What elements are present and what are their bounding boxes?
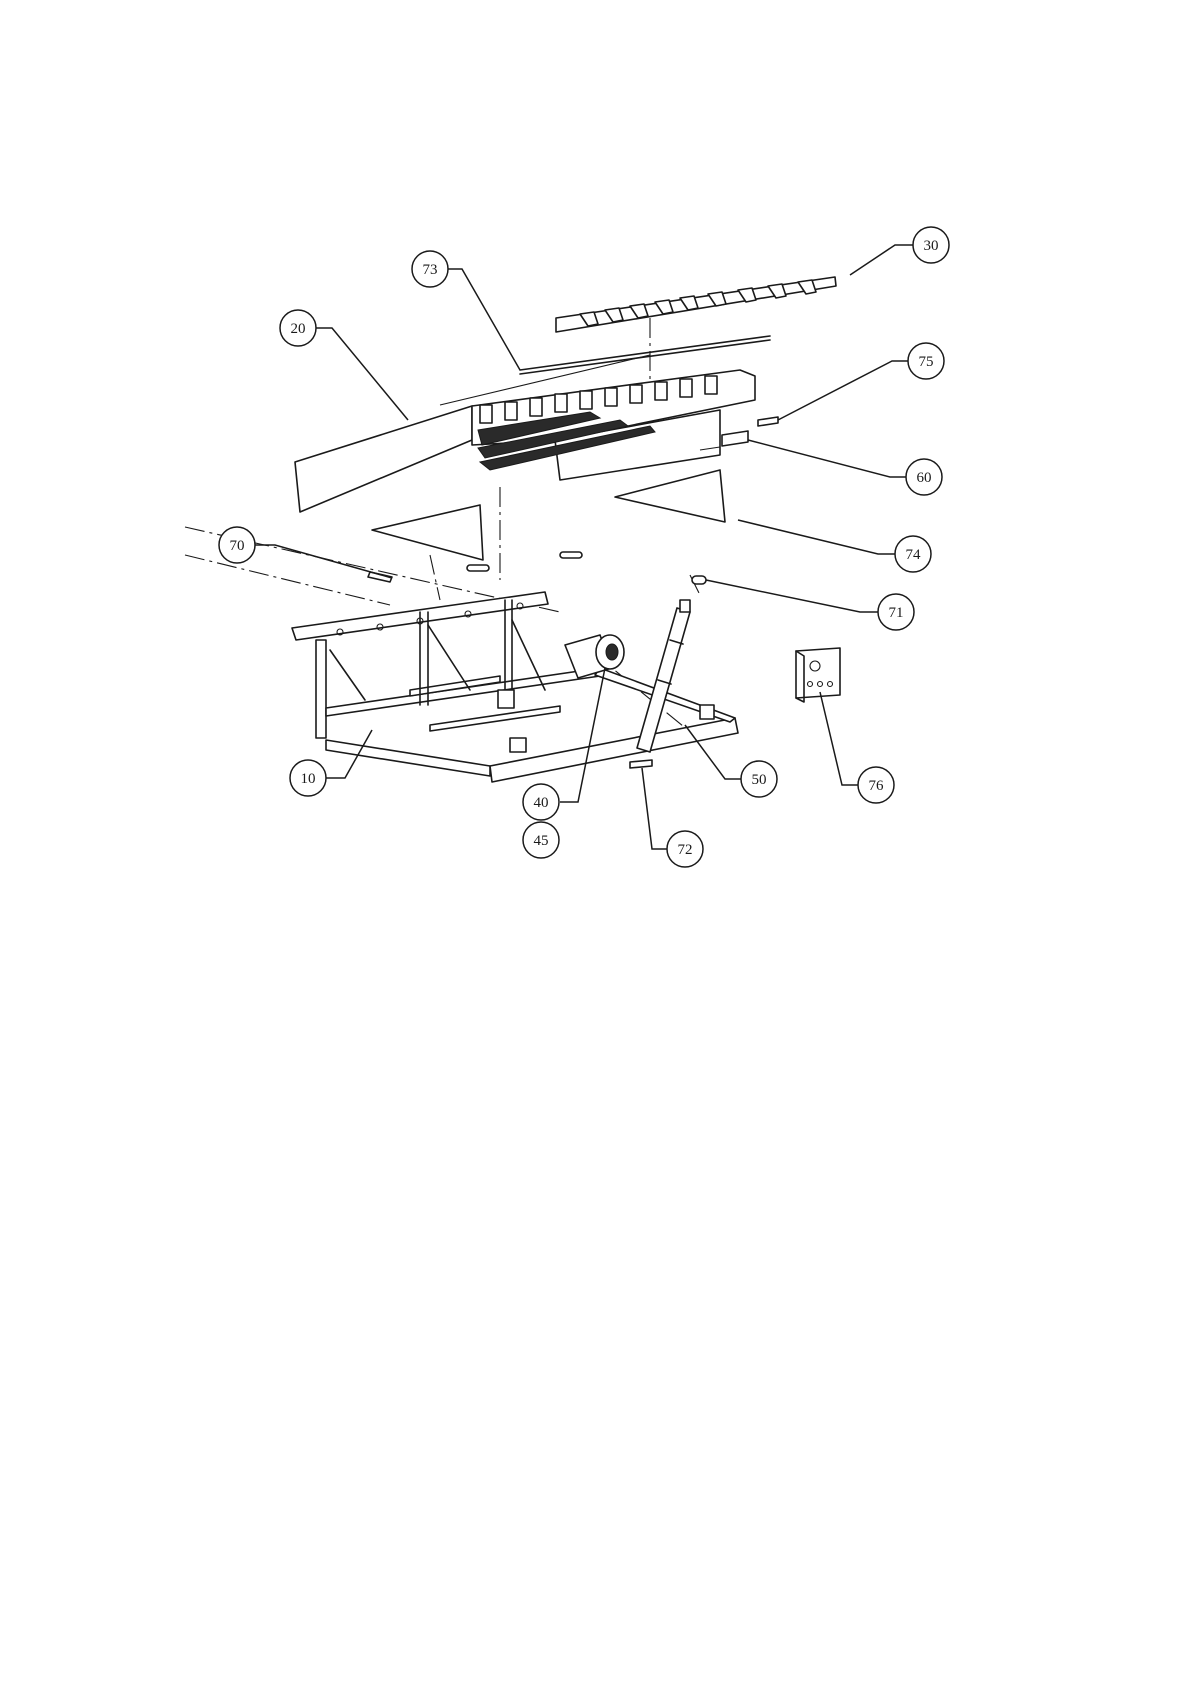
part-72-pin [630, 760, 652, 768]
callout-label: 10 [301, 771, 316, 787]
callout-label: 40 [534, 795, 549, 811]
callout-label: 71 [889, 605, 904, 621]
callout-balloon-50: 50 [741, 761, 777, 797]
part-76-control-box [796, 648, 840, 702]
callout-balloon-70: 70 [219, 527, 255, 563]
callout-label: 50 [752, 772, 767, 788]
callout-balloon-60: 60 [906, 459, 942, 495]
callout-label: 76 [869, 778, 885, 794]
callout-balloon-20: 20 [280, 310, 316, 346]
callout-label: 73 [423, 262, 438, 278]
callout-label: 70 [230, 538, 245, 554]
callout-label: 45 [534, 833, 549, 849]
callout-balloon-72: 72 [667, 831, 703, 867]
callout-label: 75 [919, 354, 934, 370]
callout-balloon-71: 71 [878, 594, 914, 630]
callout-label: 74 [906, 547, 922, 563]
callout-balloon-74: 74 [895, 536, 931, 572]
callout-balloon-30: 30 [913, 227, 949, 263]
part-30-hinge-bar [556, 277, 836, 332]
callout-label: 72 [678, 842, 693, 858]
part-71-pin [692, 576, 706, 584]
callout-balloon-73: 73 [412, 251, 448, 287]
part-75-pin [758, 417, 778, 426]
part-74-gusset [615, 470, 725, 522]
callout-balloon-75: 75 [908, 343, 944, 379]
callout-label: 30 [924, 238, 939, 254]
callout-balloon-76: 76 [858, 767, 894, 803]
callout-balloon-40: 40 [523, 784, 559, 820]
left-gusset [372, 505, 483, 560]
callout-balloon-10: 10 [290, 760, 326, 796]
callout-balloon-45: 45 [523, 822, 559, 858]
callout-label: 60 [917, 470, 932, 486]
callout-label: 20 [291, 321, 306, 337]
